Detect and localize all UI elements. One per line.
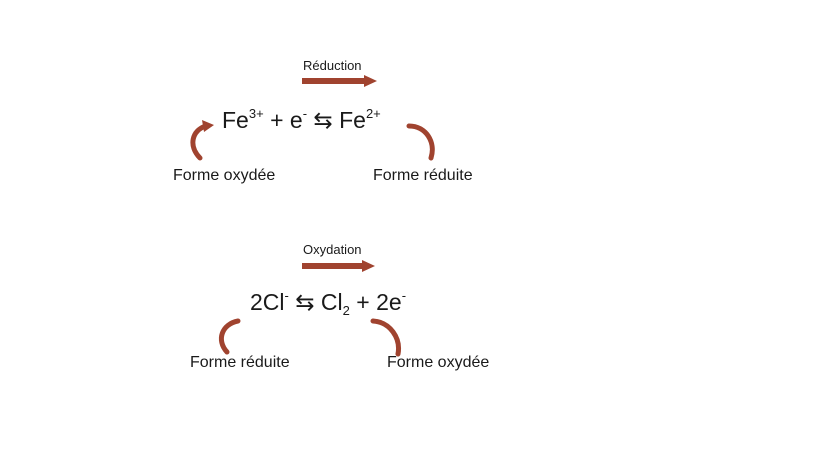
- electrons: 2e: [376, 289, 402, 315]
- curved-arrow-icon: [218, 318, 241, 355]
- plus-sign: +: [356, 289, 370, 315]
- process-label-reduction: Réduction: [303, 58, 362, 73]
- right-arrow-icon: [302, 75, 377, 87]
- subscript: 2: [342, 303, 350, 318]
- charge: 3+: [248, 106, 264, 121]
- charge: -: [284, 288, 289, 303]
- charge: -: [302, 106, 308, 121]
- equation-chlorine: 2Cl- ⇆ Cl2 + 2e-: [250, 288, 406, 318]
- form-label-reduced: Forme réduite: [190, 354, 290, 371]
- form-label-oxidized: Forme oxydée: [387, 354, 490, 371]
- form-label-oxidized: Forme oxydée: [173, 167, 276, 184]
- right-arrow-icon: [302, 260, 375, 272]
- plus-sign: +: [270, 107, 284, 133]
- equilibrium-arrows-icon: ⇆: [313, 107, 333, 133]
- curved-arrow-icon: [190, 120, 214, 161]
- curved-arrow-icon: [406, 123, 435, 161]
- equation-iron: Fe3+ + e- ⇆ Fe2+: [222, 106, 381, 134]
- charge: -: [401, 288, 407, 303]
- curved-arrow-icon: [370, 318, 401, 357]
- species-cl2: Cl: [320, 289, 343, 315]
- species-cl-minus: 2Cl: [250, 289, 285, 315]
- process-label-oxidation: Oxydation: [303, 242, 362, 257]
- species-fe2: Fe: [339, 107, 366, 133]
- electron: e: [289, 107, 303, 133]
- form-label-reduced: Forme réduite: [373, 167, 473, 184]
- equilibrium-arrows-icon: ⇆: [295, 289, 315, 315]
- charge: 2+: [365, 106, 381, 121]
- species-fe3: Fe: [222, 107, 249, 133]
